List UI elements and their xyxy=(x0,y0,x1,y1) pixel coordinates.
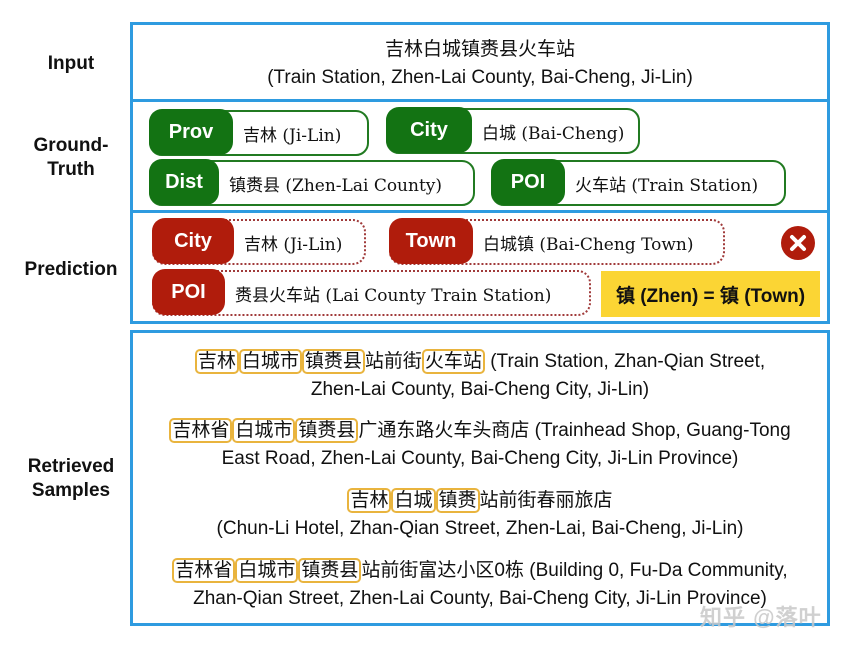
sample-1-segment-highlight: 镇赉县 xyxy=(301,349,365,374)
row-label-input: Input xyxy=(47,53,95,74)
sample-2-segment-highlight: 镇赉县 xyxy=(295,418,359,443)
sample-4-line1: 吉林省白城市镇赉县站前街富达小区0栋 (Building 0, Fu-Da Co… xyxy=(133,557,827,585)
pred-tag-poi: POI xyxy=(152,269,225,315)
divider-input-groundtruth xyxy=(130,99,830,102)
gt-pill-poi: POI 火车站 (Train Station) xyxy=(491,159,786,206)
gt-value-city: 白城 (Bai-Cheng) xyxy=(482,123,625,144)
sample-3-segment-highlight: 镇赉 xyxy=(435,488,480,513)
sample-2-english: (Trainhead Shop, Guang-Tong xyxy=(529,420,791,441)
gt-pill-city: City 白城 (Bai-Cheng) xyxy=(386,107,640,154)
sample-4-segment-highlight: 吉林省 xyxy=(172,558,236,583)
error-x-icon xyxy=(781,226,815,260)
sample-3-segment: 站前街春丽旅店 xyxy=(479,490,613,511)
row-label-prediction: Prediction xyxy=(24,259,118,280)
sample-4-line2: Zhan-Qian Street, Zhen-Lai County, Bai-C… xyxy=(193,588,767,609)
retrieved-sample-4: 吉林省白城市镇赉县站前街富达小区0栋 (Building 0, Fu-Da Co… xyxy=(133,557,827,613)
sample-1-line2: Zhen-Lai County, Bai-Cheng City, Ji-Lin) xyxy=(310,379,650,400)
gt-pill-dist: Dist 镇赉县 (Zhen-Lai County) xyxy=(149,159,475,206)
gt-value-poi: 火车站 (Train Station) xyxy=(575,175,759,196)
input-english: (Train Station, Zhen-Lai County, Bai-Che… xyxy=(267,67,693,88)
watermark: 知乎 @落叶 xyxy=(700,605,822,630)
sample-3-segment-highlight: 吉林 xyxy=(347,488,392,513)
divider-groundtruth-prediction xyxy=(130,210,830,213)
sample-4-segment-highlight: 镇赉县 xyxy=(298,558,362,583)
pred-pill-poi: POI 赉县火车站 (Lai County Train Station) xyxy=(152,269,591,316)
close-cross-glyph-icon xyxy=(790,235,806,251)
sample-1-segment-highlight: 吉林 xyxy=(194,349,239,374)
sample-2-segment-highlight: 白城市 xyxy=(232,418,296,443)
sample-4-english: (Building 0, Fu-Da Community, xyxy=(524,560,788,581)
sample-1-segment-highlight: 火车站 xyxy=(421,349,485,374)
sample-4-segment: 站前街富达小区0栋 xyxy=(361,560,524,581)
retrieved-label-line2: Samples xyxy=(31,480,111,501)
ground-truth-label-line2: Truth xyxy=(47,159,95,180)
sample-3-segment-highlight: 白城 xyxy=(391,488,436,513)
gt-pill-prov: Prov 吉林 (Ji-Lin) xyxy=(149,109,369,156)
pred-value-poi: 赉县火车站 (Lai County Train Station) xyxy=(235,285,552,306)
gt-tag-prov: Prov xyxy=(149,109,233,155)
equivalence-note: 镇 (Zhen) = 镇 (Town) xyxy=(601,271,820,317)
sample-3-line1: 吉林白城镇赉站前街春丽旅店 xyxy=(133,487,827,515)
retrieved-samples-frame xyxy=(130,330,830,626)
retrieved-label-line1: Retrieved xyxy=(27,456,115,477)
retrieved-sample-1: 吉林白城市镇赉县站前街火车站 (Train Station, Zhan-Qian… xyxy=(133,348,827,404)
sample-2-line2: East Road, Zhen-Lai County, Bai-Cheng Ci… xyxy=(221,448,739,469)
gt-value-prov: 吉林 (Ji-Lin) xyxy=(243,125,342,146)
sample-4-segment-highlight: 白城市 xyxy=(235,558,299,583)
sample-1-segment: 站前街 xyxy=(364,351,422,372)
sample-1-line1: 吉林白城市镇赉县站前街火车站 (Train Station, Zhan-Qian… xyxy=(133,348,827,376)
sample-2-segment-highlight: 吉林省 xyxy=(169,418,233,443)
pred-pill-town: Town 白城镇 (Bai-Cheng Town) xyxy=(389,218,725,265)
gt-tag-poi: POI xyxy=(491,159,565,205)
gt-tag-city: City xyxy=(386,107,472,153)
pred-tag-town: Town xyxy=(389,218,473,264)
retrieved-sample-2: 吉林省白城市镇赉县广通东路火车头商店 (Trainhead Shop, Guan… xyxy=(133,417,827,473)
pred-value-city: 吉林 (Ji-Lin) xyxy=(244,234,343,255)
sample-1-english: (Train Station, Zhan-Qian Street, xyxy=(484,351,766,372)
sample-3-line2: (Chun-Li Hotel, Zhan-Qian Street, Zhen-L… xyxy=(216,518,744,539)
input-address: 吉林白城镇赉县火车站 (Train Station, Zhen-Lai Coun… xyxy=(133,36,827,92)
ground-truth-label-line1: Ground- xyxy=(33,135,109,156)
pred-tag-city: City xyxy=(152,218,234,264)
retrieved-sample-3: 吉林白城镇赉站前街春丽旅店 (Chun-Li Hotel, Zhan-Qian … xyxy=(133,487,827,543)
sample-1-segment-highlight: 白城市 xyxy=(238,349,302,374)
pred-value-town: 白城镇 (Bai-Cheng Town) xyxy=(483,234,694,255)
sample-2-segment: 广通东路火车头商店 xyxy=(358,420,530,441)
pred-pill-city: City 吉林 (Ji-Lin) xyxy=(152,218,366,265)
gt-tag-dist: Dist xyxy=(149,159,219,205)
input-chinese: 吉林白城镇赉县火车站 xyxy=(384,39,575,60)
row-label-retrieved-samples: Retrieved Samples xyxy=(0,455,142,503)
row-label-ground-truth: Ground- Truth xyxy=(0,134,142,182)
gt-value-dist: 镇赉县 (Zhen-Lai County) xyxy=(229,175,443,196)
sample-2-line1: 吉林省白城市镇赉县广通东路火车头商店 (Trainhead Shop, Guan… xyxy=(133,417,827,445)
